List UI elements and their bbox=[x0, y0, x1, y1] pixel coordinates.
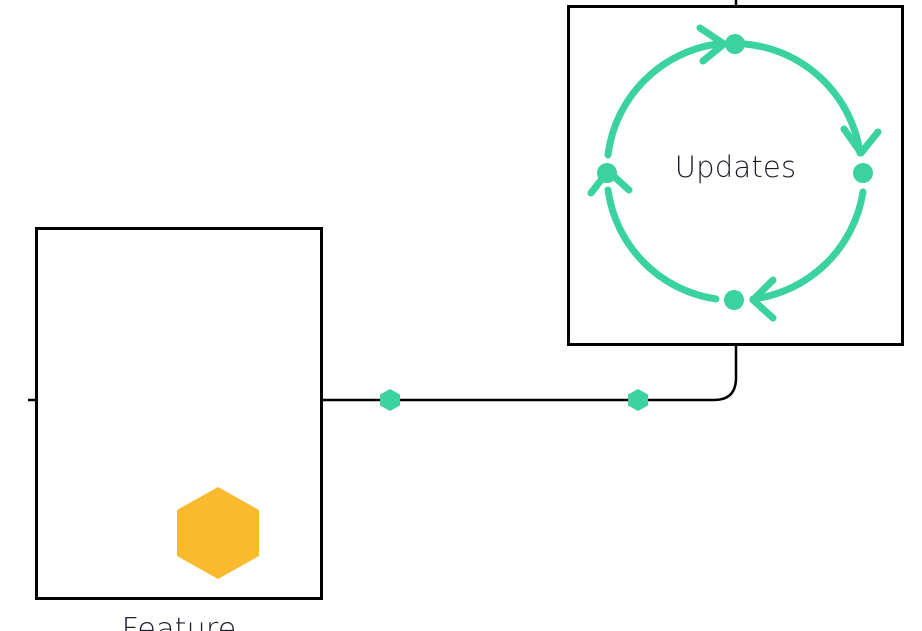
updates-card-title: Updates bbox=[674, 150, 797, 184]
feature-card-title: Feature bbox=[121, 612, 237, 631]
connector-node-right[interactable] bbox=[628, 389, 648, 411]
hexagon-icon bbox=[177, 487, 259, 579]
connector-node-left[interactable] bbox=[380, 389, 400, 411]
updates-card[interactable]: Updates bbox=[567, 5, 904, 346]
feature-card[interactable]: Feature bbox=[35, 227, 323, 631]
